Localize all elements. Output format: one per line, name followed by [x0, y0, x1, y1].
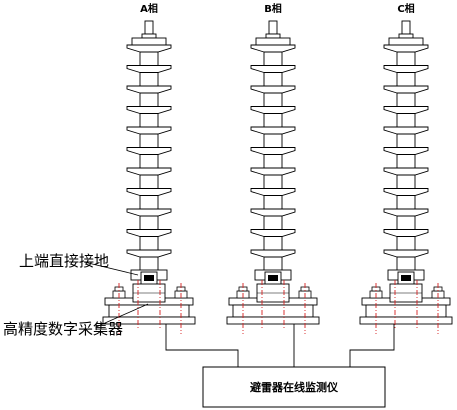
insulator-shed: [250, 208, 296, 217]
phase-column: B相: [226, 2, 320, 334]
base-insulator: [365, 304, 447, 318]
phase-column: C相: [359, 2, 453, 334]
insulator-shed: [126, 85, 172, 94]
insulator-shed: [250, 126, 296, 135]
phase-label: B相: [264, 2, 282, 15]
phase-label: C相: [397, 2, 414, 15]
base-insulator: [232, 304, 314, 318]
insulator-shed: [250, 85, 296, 94]
insulator-shed: [383, 229, 429, 237]
top-terminal-nut: [141, 33, 157, 39]
insulator-shed: [383, 167, 429, 176]
ground-clamp-core: [144, 275, 154, 281]
phase-column: A相: [102, 2, 196, 334]
wire-phase-c: [349, 324, 395, 367]
insulator-shed: [126, 147, 172, 155]
monitor-box: [202, 366, 386, 408]
top-terminal: [268, 20, 278, 35]
insulator-shed: [383, 106, 429, 114]
insulator-shed: [250, 249, 296, 258]
phase-group: A相 B相 C相: [102, 2, 453, 334]
insulator-shed: [250, 147, 296, 155]
base-insulator: [108, 304, 190, 318]
insulator-shed: [126, 249, 172, 258]
insulator-shed: [383, 147, 429, 155]
collector-leader-line: [95, 303, 149, 328]
insulator-shed: [250, 106, 296, 114]
top-flange: [131, 37, 167, 46]
ground-clamp-core: [268, 275, 278, 281]
wire-phase-a: [165, 324, 239, 367]
collector-label: 高精度数字采集器: [3, 320, 123, 338]
top-terminal-nut: [398, 33, 414, 39]
ground-clamp-core: [401, 275, 411, 281]
insulator-shed: [126, 65, 172, 73]
insulator-shed: [383, 188, 429, 196]
top-terminal-nut: [265, 33, 281, 39]
mounting-rail: [359, 316, 453, 325]
phase-label: A相: [140, 2, 158, 15]
insulator-shed: [126, 167, 172, 176]
insulator-shed: [383, 249, 429, 258]
top-terminal: [401, 20, 411, 35]
ground-leader-line: [83, 261, 139, 276]
insulator-shed: [126, 126, 172, 135]
insulator-shed: [126, 188, 172, 196]
insulator-shed: [383, 44, 429, 53]
insulator-shed: [250, 44, 296, 53]
mounting-rail: [102, 316, 196, 325]
ground-label: 上端直接接地: [19, 252, 109, 270]
insulator-shed: [126, 229, 172, 237]
insulator-shed: [383, 208, 429, 217]
insulator-shed: [126, 208, 172, 217]
top-terminal: [144, 20, 154, 35]
insulator-shed: [250, 65, 296, 73]
insulator-shed: [250, 167, 296, 176]
top-flange: [388, 37, 424, 46]
insulator-shed: [126, 106, 172, 114]
mounting-rail: [226, 316, 320, 325]
signal-wires: [165, 324, 395, 367]
insulator-shed: [250, 188, 296, 196]
insulator-shed: [383, 65, 429, 73]
insulator-shed: [383, 126, 429, 135]
top-flange: [255, 37, 291, 46]
insulator-shed: [383, 85, 429, 94]
monitor-label: 避雷器在线监测仪: [250, 380, 339, 394]
insulator-shed: [250, 229, 296, 237]
insulator-shed: [126, 44, 172, 53]
